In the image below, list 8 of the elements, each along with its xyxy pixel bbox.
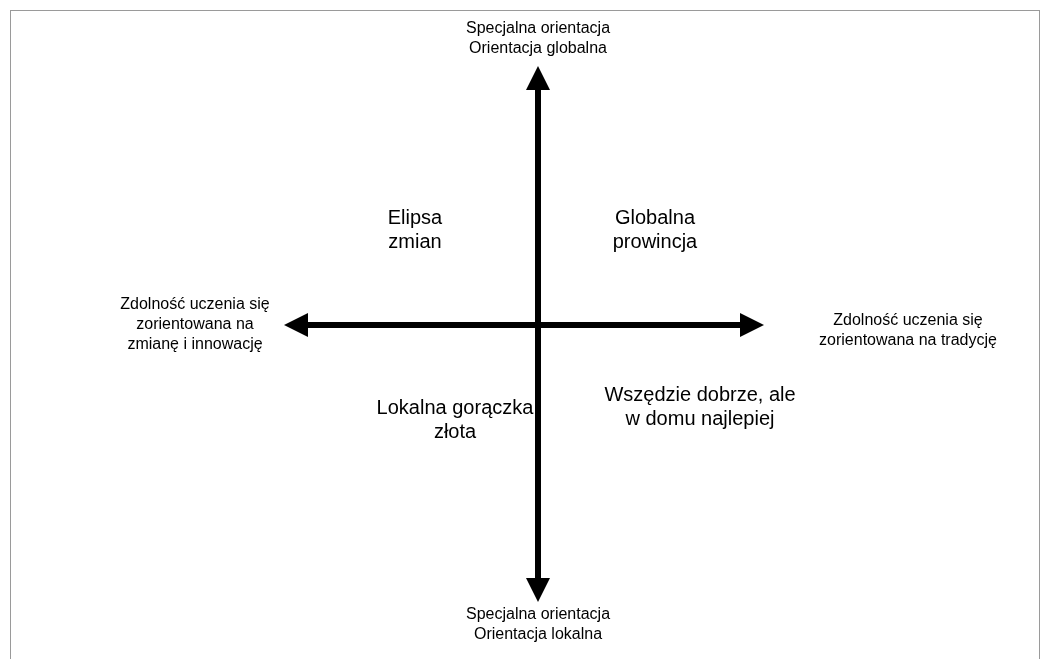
quadrant-label: Lokalna gorączka złota — [375, 395, 535, 443]
axis-label: Zdolność uczenia się zorientowana na zmianę i innowację — [119, 294, 271, 354]
quadrant-label: Elipsa zmian — [386, 205, 444, 253]
quadrant-label: Globalna prowincja — [611, 205, 699, 253]
axis-label: Specjalna orientacja Orientacja globalna — [464, 18, 612, 58]
axis-label: Specjalna orientacja Orientacja lokalna — [464, 604, 612, 644]
quadrant-label: Wszędzie dobrze, ale w domu najlepiej — [603, 382, 797, 430]
axis-label: Zdolność uczenia się zorientowana na tradycję — [818, 310, 998, 350]
